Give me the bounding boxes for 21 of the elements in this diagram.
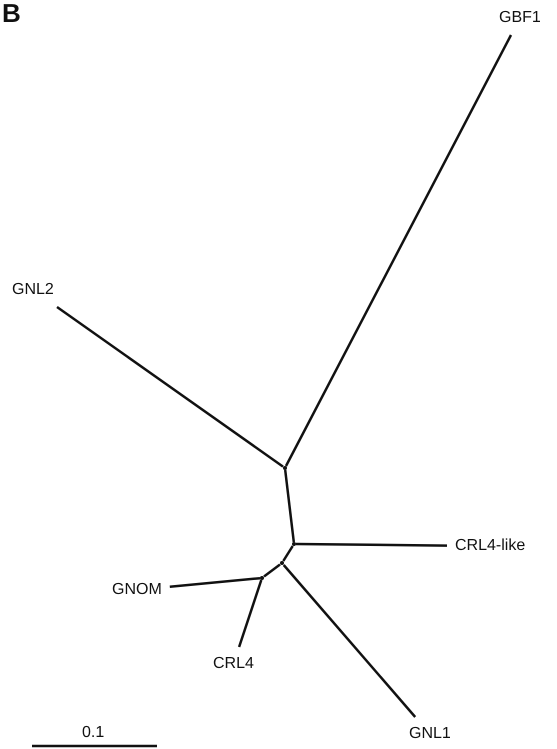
taxon-label: GNL2 bbox=[4, 273, 62, 307]
tree-branch bbox=[284, 470, 296, 542]
branch-point bbox=[292, 542, 296, 546]
taxon-label: GNL1 bbox=[401, 717, 459, 749]
taxon-label: GNOM bbox=[104, 573, 170, 607]
tree-branch bbox=[170, 576, 260, 588]
taxon-label: CRL4-like bbox=[447, 529, 534, 563]
taxon-label: CRL4 bbox=[205, 647, 262, 681]
taxon-label: GBF1 bbox=[491, 1, 549, 35]
panel-letter: B bbox=[2, 0, 21, 29]
tree-branch bbox=[282, 545, 294, 562]
tree-branch bbox=[296, 542, 448, 547]
tree-branch bbox=[238, 580, 262, 648]
scale-value: 0.1 bbox=[82, 724, 104, 742]
branch-point bbox=[280, 561, 284, 565]
branch-point bbox=[260, 576, 264, 580]
branch-point bbox=[283, 466, 287, 470]
tree-branch bbox=[282, 564, 416, 718]
tree-branch bbox=[284, 34, 512, 467]
tree-branch bbox=[263, 564, 281, 578]
tree-branch bbox=[56, 306, 284, 468]
